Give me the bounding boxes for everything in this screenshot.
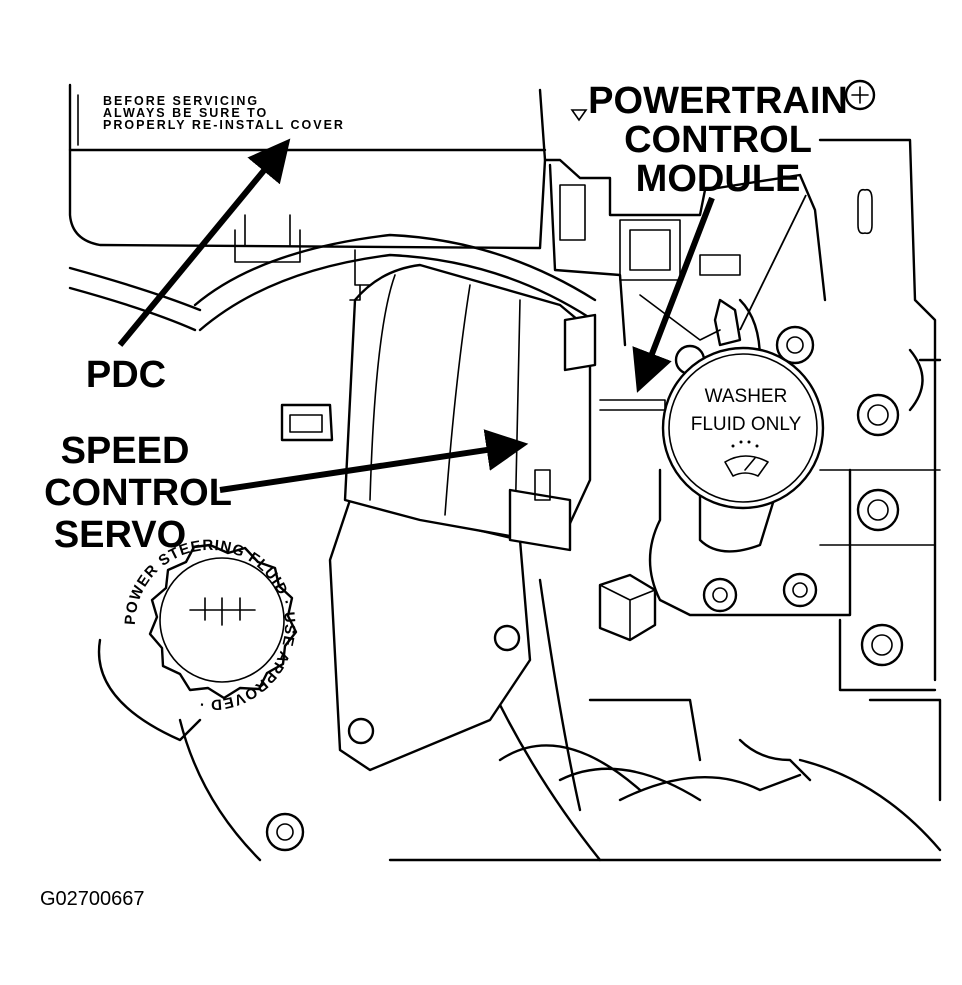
bolt-top-right [844,79,876,111]
pcm-housing [543,158,827,411]
bolt-right-1 [856,393,900,437]
windshield-washer-icon [724,440,769,477]
pcm-leader-line [739,194,807,331]
speed-control-servo-label: SPEED CONTROL SERVO [44,430,232,556]
pcm-label-line1: POWERTRAIN [588,80,848,122]
power-steering-cap: POWER STEERING FLUID · USE APPROVED · [97,537,298,742]
figure-id: G02700667 [40,888,145,910]
servo-bracket [328,498,532,772]
decal-line2: ALWAYS BE SURE TO [103,106,268,120]
washer-cap-line1: WASHER [705,386,788,407]
decal-line1: BEFORE SERVICING [103,94,259,108]
cover-decal: BEFORE SERVICING ALWAYS BE SURE TO PROPE… [103,94,345,132]
speed-servo-leader-arrow [219,429,529,493]
washer-fluid-cap: WASHER FLUID ONLY [661,346,825,510]
pdc-box [68,83,547,286]
pcm-label-line2: CONTROL [624,119,812,161]
bolt-right-3 [860,623,904,667]
cable-bundle [68,233,597,332]
pcm-label-line3: MODULE [636,158,801,200]
leader-arrows [117,138,807,493]
washer-reservoir-mount [648,298,852,617]
bolt-right-4 [775,325,815,365]
triangle-marker-icon [570,109,588,122]
servo-label-line3: SERVO [54,514,186,556]
powertrain-control-module-label: POWERTRAIN CONTROL MODULE [588,80,848,200]
washer-cap-line2: FLUID ONLY [691,414,802,435]
left-connector [280,403,334,442]
speed-control-servo [343,263,597,552]
servo-label-line1: SPEED [61,430,190,472]
center-hex-bolt [598,573,657,642]
servo-label-line2: CONTROL [44,472,232,514]
right-fender [798,138,942,852]
pdc-leader-arrow [117,138,291,347]
decal-line3: PROPERLY RE-INSTALL COVER [103,118,345,132]
bolt-right-2 [856,488,900,532]
pdc-label: PDC [86,354,166,396]
lower-engine-parts [178,578,942,862]
pcm-leader-arrow [632,196,715,393]
